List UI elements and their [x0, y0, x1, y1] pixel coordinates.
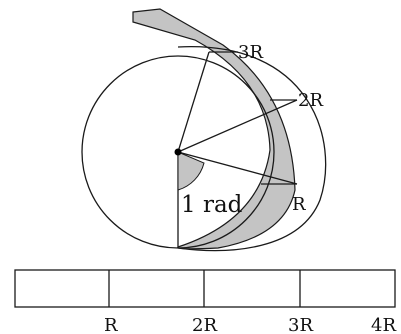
- radius-to-3r: [177, 51, 210, 153]
- ruler-label-r: R: [104, 315, 118, 334]
- ruler-label-3r: 3R: [288, 315, 313, 334]
- ruler-box: [14, 269, 396, 308]
- angle-sector: [177, 151, 205, 191]
- label-3r: 3R: [238, 42, 263, 63]
- label-2r: 2R: [298, 90, 323, 111]
- center-point: [174, 148, 182, 156]
- radius-to-2r: [177, 99, 298, 153]
- radius-to-r: [177, 151, 298, 185]
- ruler-label-4r: 4R: [371, 315, 396, 334]
- ruler-label-2r: 2R: [192, 315, 217, 334]
- label-r: R: [292, 194, 306, 215]
- rolled-circle-arc: [177, 46, 327, 252]
- angle-label: 1 rad: [181, 192, 243, 218]
